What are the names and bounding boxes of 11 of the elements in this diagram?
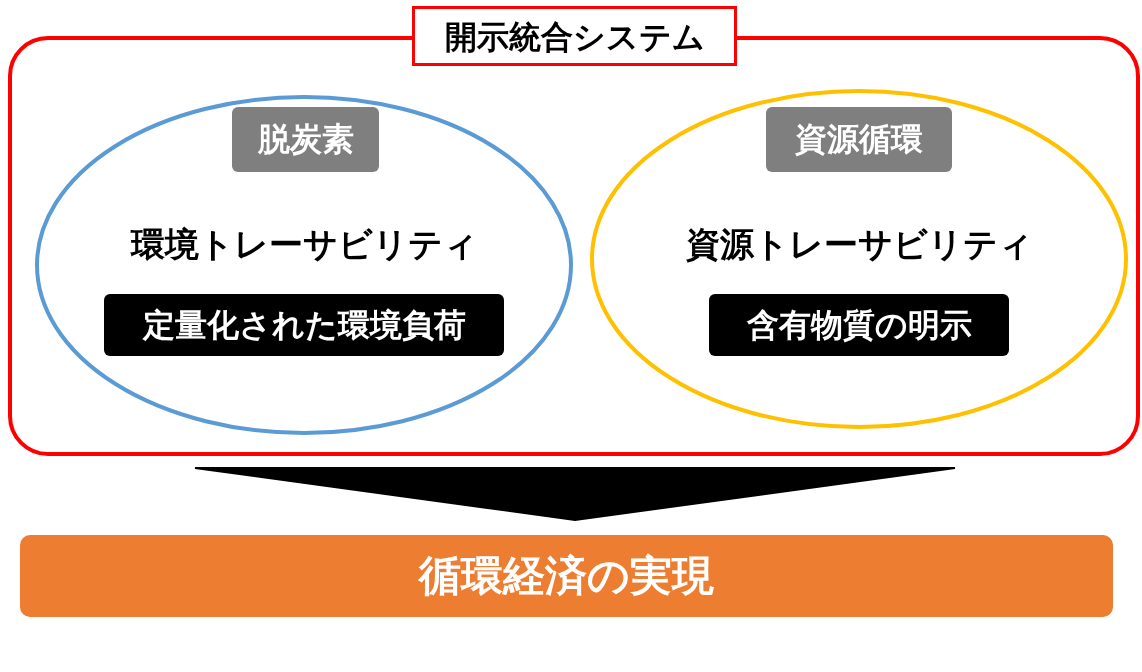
result-box: 定量化された環境負荷	[104, 294, 504, 356]
chevron-arrow	[194, 467, 956, 521]
frame-title: 開示統合システム	[412, 6, 737, 66]
ellipse-group	[589, 88, 1129, 430]
goal-bar: 循環経済の実現	[20, 535, 1113, 617]
category-tag: 資源循環	[766, 107, 952, 172]
result-box: 含有物質の明示	[709, 294, 1009, 356]
ellipse-heading: 環境トレーサビリティ	[129, 223, 479, 266]
ellipse-heading: 資源トレーサビリティ	[684, 223, 1034, 266]
ellipse-group	[34, 94, 574, 436]
category-tag: 脱炭素	[232, 107, 379, 172]
